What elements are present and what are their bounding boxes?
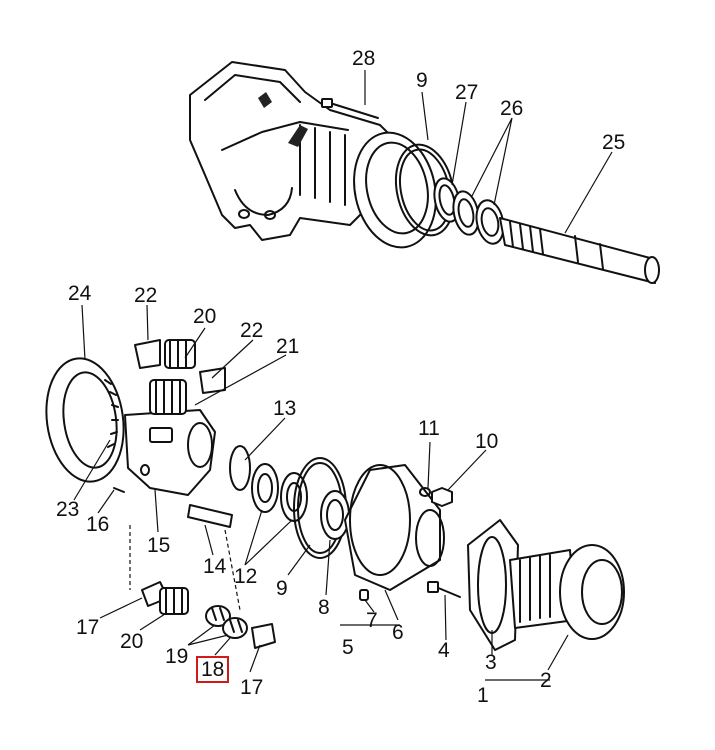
callout-28: 28 — [352, 47, 376, 70]
callout-19: 19 — [165, 645, 189, 668]
callout-21: 21 — [276, 335, 300, 358]
callout-2: 2 — [540, 669, 552, 692]
callout-7: 7 — [366, 609, 378, 632]
leader-lines — [73, 70, 613, 681]
callout-25: 25 — [602, 131, 626, 154]
lower-assembly — [45, 339, 625, 651]
housing-assembly — [189, 61, 660, 284]
callout-23: 23 — [56, 498, 80, 521]
callout-16: 16 — [86, 513, 110, 536]
callout-9-upper: 9 — [416, 69, 428, 92]
callout-4: 4 — [438, 639, 450, 662]
callout-12: 12 — [234, 565, 258, 588]
callout-5: 5 — [342, 636, 354, 659]
callout-9-lower: 9 — [276, 577, 288, 600]
callout-13: 13 — [273, 397, 297, 420]
callout-24: 24 — [68, 282, 92, 305]
callout-1: 1 — [477, 684, 489, 707]
callout-15: 15 — [147, 534, 171, 557]
callout-26: 26 — [500, 97, 524, 120]
callout-3: 3 — [485, 651, 497, 674]
callout-22-right: 22 — [240, 319, 264, 342]
callout-8: 8 — [318, 596, 330, 619]
callout-6: 6 — [392, 621, 404, 644]
callout-27: 27 — [455, 81, 479, 104]
callout-14: 14 — [203, 555, 227, 578]
callout-10: 10 — [475, 430, 499, 453]
callout-20-upper: 20 — [193, 305, 217, 328]
callout-11: 11 — [418, 417, 440, 440]
callout-18-highlighted: 18 — [196, 656, 230, 683]
callout-17-right: 17 — [240, 676, 264, 699]
callout-22-left: 22 — [134, 284, 158, 307]
callout-17-left: 17 — [76, 616, 100, 639]
callout-20-lower: 20 — [120, 630, 144, 653]
